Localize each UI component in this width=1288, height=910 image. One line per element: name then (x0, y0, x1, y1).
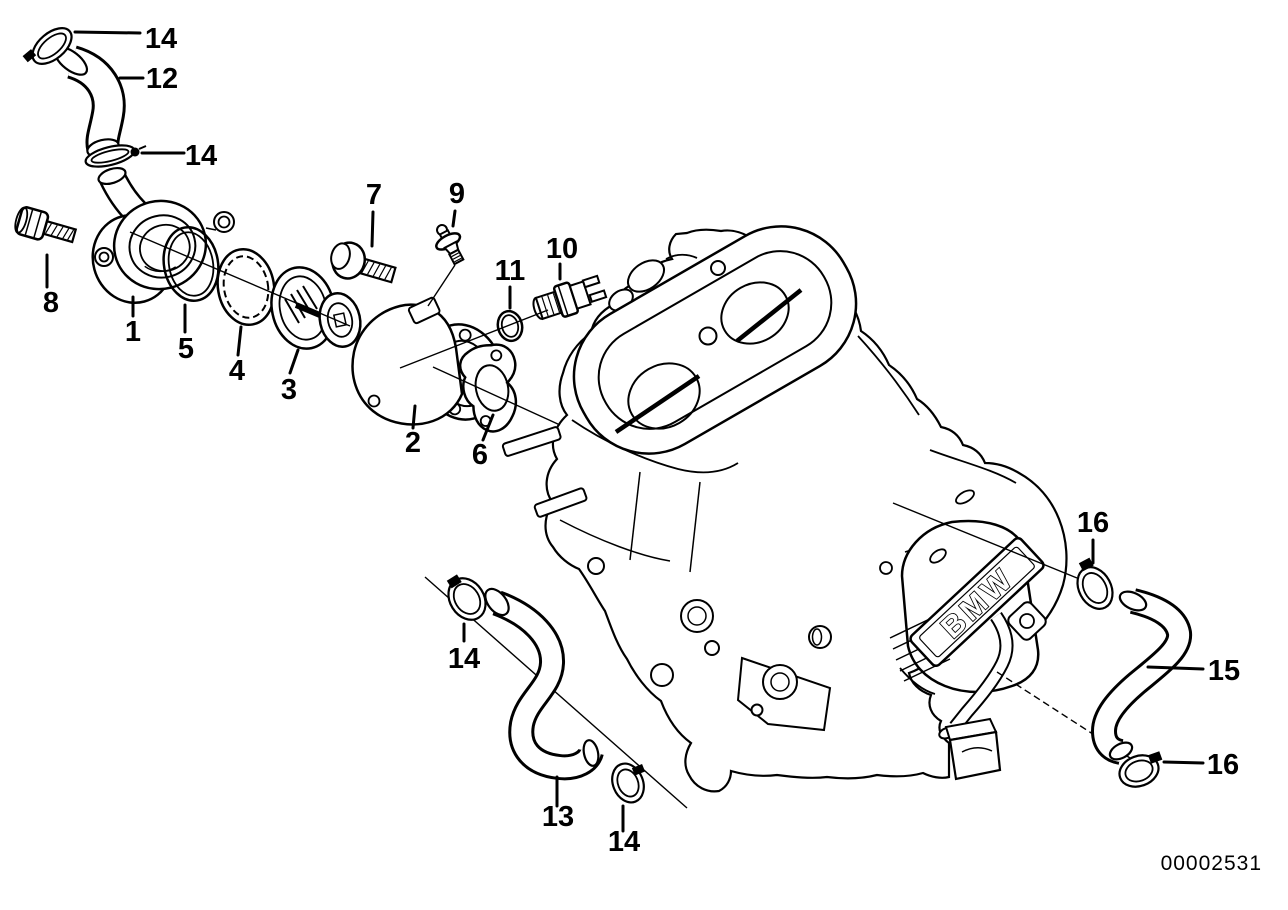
engine-block-drawing: BMW (501, 225, 1068, 793)
callout-16: 16 (1207, 749, 1239, 781)
callout-7: 7 (366, 179, 382, 211)
bmw-badge-plate (909, 537, 1045, 667)
leader-line-4 (236, 325, 243, 357)
part-8-bolt (14, 206, 78, 244)
callout-14: 14 (448, 643, 480, 675)
part-10-temperature-switch (532, 274, 608, 321)
callout-9: 9 (449, 178, 465, 210)
callout-3: 3 (281, 374, 297, 406)
leader-line-15 (1146, 665, 1205, 671)
part-12-elbow-pipe (53, 45, 126, 158)
callout-1: 1 (125, 316, 141, 348)
leader-line-3 (288, 348, 300, 375)
part-15-water-hose (1090, 588, 1192, 765)
part-1-thermostat-housing (91, 199, 235, 304)
leader-line-9 (451, 209, 457, 228)
part-7-bolt (330, 241, 397, 284)
drawing-number: 00002531 (1161, 852, 1262, 875)
leader-line-16 (1162, 760, 1205, 765)
callout-14: 14 (145, 23, 177, 55)
part-14-hose-clamp-c (446, 574, 487, 621)
part-5-o-ring (162, 226, 220, 302)
callout-8: 8 (43, 287, 59, 319)
part-3-thermostat (270, 266, 362, 350)
part-11-o-ring (496, 309, 524, 343)
callout-5: 5 (178, 333, 194, 365)
callout-12: 12 (146, 63, 178, 95)
callout-6: 6 (472, 439, 488, 471)
callout-16: 16 (1077, 507, 1109, 539)
part-14-hose-clamp-b (84, 144, 147, 168)
clutch-cover: BMW (879, 489, 1047, 694)
housing-inlet-neck (97, 166, 147, 222)
mounting-stud (533, 487, 588, 518)
part-9-temperature-sensor (435, 223, 465, 266)
callout-13: 13 (542, 801, 574, 833)
part-13-water-hose (484, 587, 604, 781)
callout-14: 14 (608, 826, 640, 858)
callout-14: 14 (185, 140, 217, 172)
part-14-hose-clamp-a (22, 27, 73, 65)
part-16-hose-clamp-upper (1076, 557, 1114, 610)
callout-4: 4 (229, 355, 245, 387)
part-16-hose-clamp-lower (1118, 751, 1163, 788)
callout-11: 11 (495, 255, 526, 287)
leader-line-2 (411, 404, 417, 430)
callout-10: 10 (546, 233, 578, 265)
part-14-hose-clamp-d (611, 762, 646, 804)
leader-line-14 (73, 30, 142, 35)
mounting-stud (501, 426, 562, 457)
callout-15: 15 (1208, 655, 1240, 687)
leader-line-7 (370, 210, 375, 248)
callout-2: 2 (405, 427, 421, 459)
axis-lines (129, 231, 561, 426)
part-4-sealing-ring (216, 248, 276, 326)
valve-cover (572, 225, 858, 455)
leader-line-6 (481, 413, 495, 442)
bracket-arm (938, 612, 1014, 781)
